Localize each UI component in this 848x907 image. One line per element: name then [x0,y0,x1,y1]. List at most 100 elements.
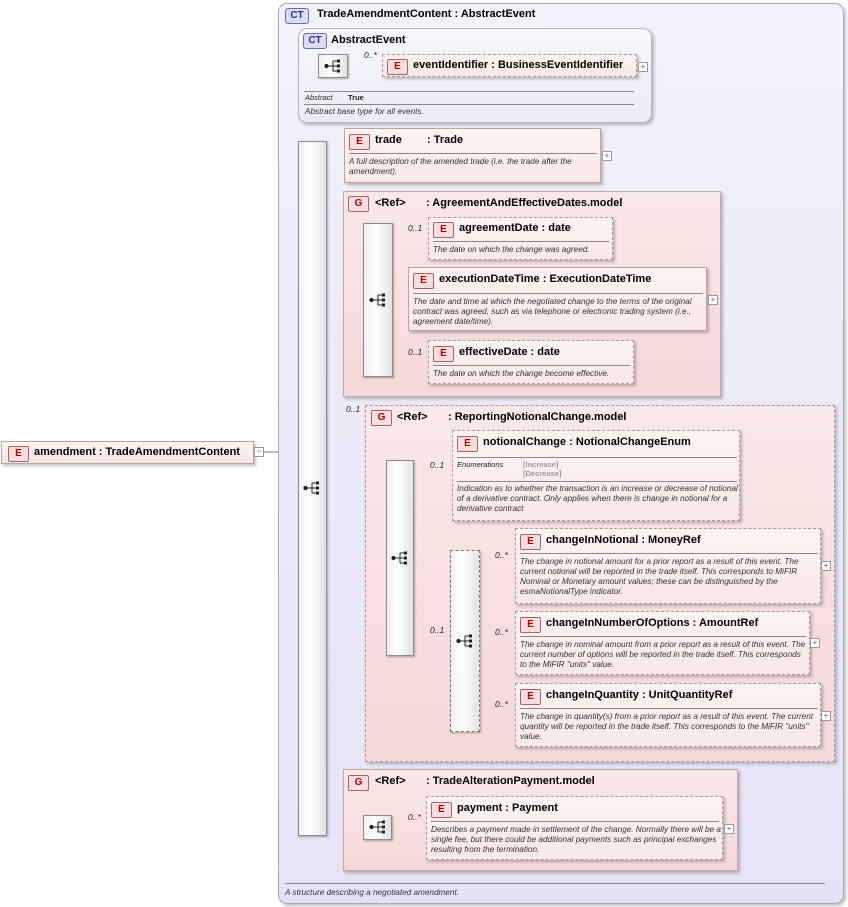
element-description: The change in notional amount for a prio… [520,557,799,596]
divider [520,553,818,554]
element-badge: E [387,59,408,75]
root-element-label: amendment : TradeAmendmentContent [34,446,240,458]
abstract-event-description: Abstract base type for all events. [305,107,424,116]
element-execution-date-time[interactable]: E executionDateTime : ExecutionDateTime … [408,267,707,331]
element-change-in-quantity[interactable]: E changeInQuantity : UnitQuantityRef The… [515,683,821,747]
group-ref: <Ref> [375,197,406,209]
element-label: changeInNotional : MoneyRef [546,534,701,546]
sequence-icon [303,481,319,495]
abstract-value: True [348,93,364,102]
element-description: The date on which the change was agreed. [433,245,590,254]
complex-type-badge: CT [285,8,309,24]
element-payment[interactable]: E payment : Payment Describes a payment … [426,796,723,860]
sequence-compositor[interactable] [363,815,392,840]
divider [285,883,825,884]
group-badge: G [348,775,369,791]
main-type-title: TradeAmendmentContent : AbstractEvent [317,8,536,20]
element-event-identifier[interactable]: E eventIdentifier : BusinessEventIdentif… [382,54,637,77]
element-badge: E [431,802,452,818]
abstract-event-title: AbstractEvent [331,34,406,46]
cardinality-label: 0..1 [430,460,445,470]
element-badge: E [433,222,454,238]
divider [304,91,634,92]
expand-icon[interactable]: + [724,824,734,834]
enum-value: [Increase] [523,460,559,469]
element-badge: E [520,617,541,633]
element-badge: E [520,534,541,550]
element-description: The change in nominal amount from a prio… [520,640,806,669]
divider [433,365,630,366]
element-label: notionalChange : NotionalChangeEnum [483,436,691,448]
element-badge: E [413,273,434,289]
element-label: agreementDate : date [459,222,571,234]
element-label: payment : Payment [457,802,558,814]
expand-icon[interactable]: + [602,151,612,161]
element-agreement-date[interactable]: E agreementDate : date The date on which… [428,217,613,260]
expand-icon[interactable]: + [810,638,820,648]
group-badge: G [371,410,392,426]
expand-icon[interactable]: + [821,561,831,571]
group-badge: G [348,196,369,212]
abstract-label: Abstract [305,93,333,102]
divider [433,241,609,242]
cardinality-label: 0..* [495,699,508,709]
divider [304,104,634,105]
expand-icon[interactable]: + [821,711,831,721]
element-change-in-notional[interactable]: E changeInNotional : MoneyRef The change… [515,528,821,604]
divider [349,153,597,154]
element-badge: E [433,346,454,362]
group-name: : TradeAlterationPayment.model [426,775,595,787]
complex-type-badge: CT [303,33,327,49]
group-name: : AgreementAndEffectiveDates.model [426,197,623,209]
sequence-icon [369,820,385,834]
sequence-icon [324,59,340,73]
element-name: trade [375,134,402,146]
cardinality-label: 0..* [495,627,508,637]
cardinality-label: 0..1 [346,404,361,414]
element-description: The change in quantity(s) from a prior r… [520,712,814,741]
element-description: Indication as to whether the transaction… [457,484,738,513]
group-ref: <Ref> [375,775,406,787]
element-badge: E [8,446,29,462]
element-label: effectiveDate : date [459,346,560,358]
element-effective-date[interactable]: E effectiveDate : date The date on which… [428,340,634,384]
element-description: A full description of the amended trade … [349,157,572,176]
element-description: The date on which the change become effe… [433,369,610,378]
cardinality-label: 0..1 [408,347,423,357]
divider [413,293,703,294]
expand-icon[interactable]: + [638,62,648,72]
element-badge: E [457,436,478,452]
element-label: changeInQuantity : UnitQuantityRef [546,689,733,701]
element-label: changeInNumberOfOptions : AmountRef [546,617,759,629]
divider [520,636,806,637]
element-label: executionDateTime : ExecutionDateTime [439,273,652,285]
expand-icon[interactable]: + [708,295,718,305]
cardinality-label: 0..* [408,812,421,822]
main-type-description: A structure describing a negotiated amen… [285,888,460,897]
element-type: : Trade [427,134,464,146]
enumerations-label: Enumerations [457,460,504,469]
root-element-amendment[interactable]: E amendment : TradeAmendmentContent [1,441,254,464]
cardinality-label: 0..* [364,50,377,60]
enum-value: [Decrease] [523,469,562,478]
sequence-icon [456,634,472,648]
element-change-in-number-of-options[interactable]: E changeInNumberOfOptions : AmountRef Th… [515,611,810,675]
sequence-icon [369,293,385,307]
group-ref: <Ref> [397,411,428,423]
element-label: eventIdentifier : BusinessEventIdentifie… [413,59,624,71]
cardinality-label: 0..* [495,550,508,560]
divider [520,708,818,709]
element-badge: E [520,689,541,705]
element-description: Describes a payment made in settlement o… [431,825,721,854]
collapse-icon[interactable]: − [254,447,264,457]
cardinality-label: 0..1 [430,625,445,635]
divider [457,481,737,482]
element-trade[interactable]: E trade : Trade A full description of th… [344,128,601,183]
divider [457,457,737,458]
element-badge: E [349,134,370,150]
divider [431,821,719,822]
element-notional-change[interactable]: E notionalChange : NotionalChangeEnum En… [452,430,740,521]
sequence-icon [391,551,407,565]
cardinality-label: 0..1 [408,223,423,233]
element-description: The date and time at which the negotiate… [413,297,692,326]
